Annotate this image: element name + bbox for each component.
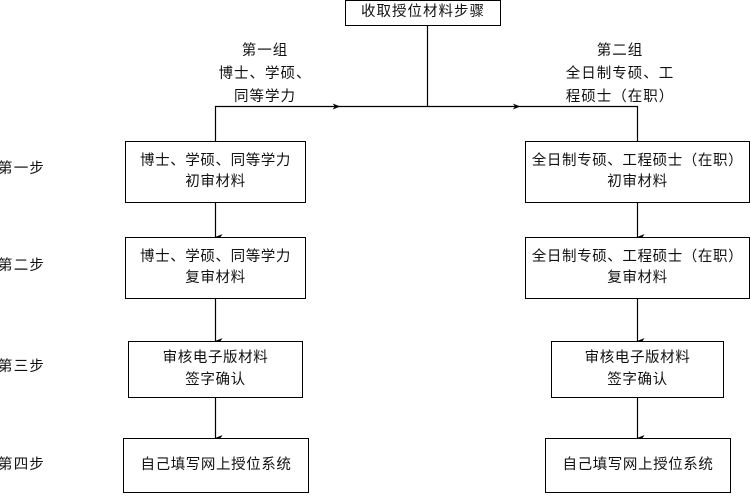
node-right-step-3[interactable]: 审核电子版材料 签字确认 xyxy=(551,341,724,398)
node-left-step-1-line1: 博士、学硕、同等学力 xyxy=(140,152,291,169)
step-label-4: 第四步 xyxy=(0,457,46,473)
step-label-1: 第一步 xyxy=(0,161,46,177)
branch-right-drop xyxy=(520,105,639,141)
group-2-line2: 全日制专硕、工 xyxy=(565,66,675,83)
node-right-step-3-line1: 审核电子版材料 xyxy=(584,350,691,367)
group-label-2: 第二组 全日制专硕、工 程硕士（在职） xyxy=(520,40,720,110)
node-left-step-2-line2: 复审材料 xyxy=(185,270,246,286)
node-right-step-2-line1: 全日制专硕、工程硕士（在职） xyxy=(531,248,744,265)
node-left-step-2[interactable]: 博士、学硕、同等学力 复审材料 xyxy=(125,237,306,299)
step-label-2: 第二步 xyxy=(0,258,46,274)
node-left-step-3[interactable]: 审核电子版材料 签字确认 xyxy=(128,341,303,398)
node-right-step-1[interactable]: 全日制专硕、工程硕士（在职） 初审材料 xyxy=(525,141,750,203)
node-right-step-1-line2: 初审材料 xyxy=(607,174,668,190)
group-1-name: 第一组 xyxy=(241,43,289,59)
step-label-3: 第三步 xyxy=(0,359,46,375)
node-left-step-3-line2: 签字确认 xyxy=(185,371,246,388)
node-right-step-4[interactable]: 自己填写网上授位系统 xyxy=(545,438,731,493)
branch-left-drop xyxy=(214,105,333,141)
node-left-step-4-line1: 自己填写网上授位系统 xyxy=(140,456,292,473)
group-1-line3: 同等学力 xyxy=(234,89,296,106)
group-2-line3: 程硕士（在职） xyxy=(565,89,675,106)
node-title-label: 收取授位材料步骤 xyxy=(361,4,485,21)
node-title[interactable]: 收取授位材料步骤 xyxy=(345,0,501,26)
group-label-1: 第一组 博士、学硕、 同等学力 xyxy=(180,40,350,110)
node-left-step-2-line1: 博士、学硕、同等学力 xyxy=(140,248,291,265)
node-right-step-2[interactable]: 全日制专硕、工程硕士（在职） 复审材料 xyxy=(525,237,750,299)
group-1-line2: 博士、学硕、 xyxy=(218,66,312,83)
node-right-step-2-line2: 复审材料 xyxy=(607,270,668,286)
group-2-name: 第二组 xyxy=(596,43,644,59)
node-right-step-3-line2: 签字确认 xyxy=(607,371,668,388)
node-right-step-1-line1: 全日制专硕、工程硕士（在职） xyxy=(531,152,744,169)
node-left-step-1[interactable]: 博士、学硕、同等学力 初审材料 xyxy=(125,141,306,203)
node-left-step-3-line1: 审核电子版材料 xyxy=(162,350,269,367)
node-left-step-1-line2: 初审材料 xyxy=(185,174,246,190)
node-right-step-4-line1: 自己填写网上授位系统 xyxy=(562,456,714,473)
node-left-step-4[interactable]: 自己填写网上授位系统 xyxy=(123,438,309,493)
